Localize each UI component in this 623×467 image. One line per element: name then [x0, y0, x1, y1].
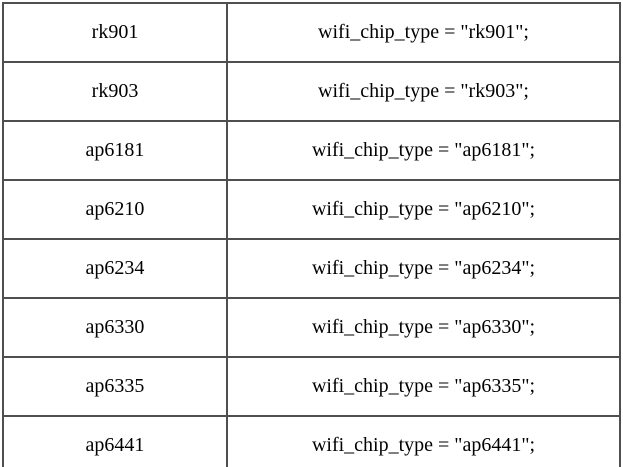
chip-code-cell: wifi_chip_type = "ap6330"; — [226, 297, 621, 358]
table-row: ap6335 wifi_chip_type = "ap6335"; — [2, 356, 621, 417]
chip-name-cell: ap6330 — [2, 297, 228, 358]
chip-name-cell: ap6335 — [2, 356, 228, 417]
chip-name-cell: ap6234 — [2, 238, 228, 299]
chip-code-cell: wifi_chip_type = "rk903"; — [226, 61, 621, 122]
chip-code-cell: wifi_chip_type = "ap6234"; — [226, 238, 621, 299]
chip-name-cell: rk901 — [2, 2, 228, 63]
chip-name-cell: ap6210 — [2, 179, 228, 240]
table-row: ap6234 wifi_chip_type = "ap6234"; — [2, 238, 621, 299]
chip-code-cell: wifi_chip_type = "ap6441"; — [226, 415, 621, 467]
table-row: rk901 wifi_chip_type = "rk901"; — [2, 2, 621, 63]
chip-name-cell: ap6441 — [2, 415, 228, 467]
chip-code-cell: wifi_chip_type = "ap6210"; — [226, 179, 621, 240]
table-row: ap6210 wifi_chip_type = "ap6210"; — [2, 179, 621, 240]
chip-code-cell: wifi_chip_type = "ap6335"; — [226, 356, 621, 417]
table-row: ap6441 wifi_chip_type = "ap6441"; — [2, 415, 621, 467]
table-row: rk903 wifi_chip_type = "rk903"; — [2, 61, 621, 122]
table-row: ap6330 wifi_chip_type = "ap6330"; — [2, 297, 621, 358]
table-row: ap6181 wifi_chip_type = "ap6181"; — [2, 120, 621, 181]
chip-code-cell: wifi_chip_type = "ap6181"; — [226, 120, 621, 181]
chip-name-cell: rk903 — [2, 61, 228, 122]
chip-code-cell: wifi_chip_type = "rk901"; — [226, 2, 621, 63]
chip-name-cell: ap6181 — [2, 120, 228, 181]
